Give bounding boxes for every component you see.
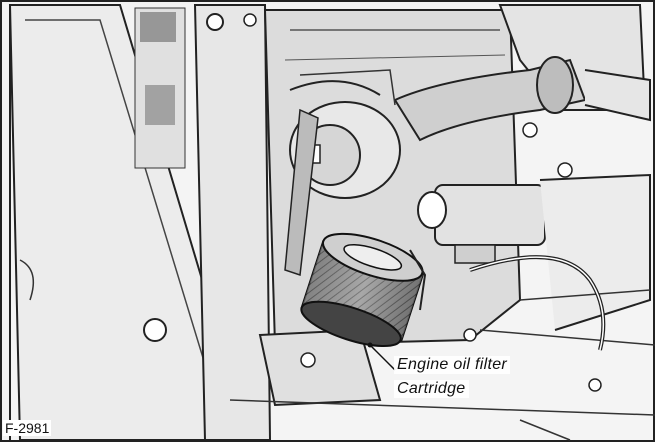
frame-hole	[143, 318, 167, 342]
fan-belt	[284, 108, 319, 277]
figure-id: F-2981	[3, 420, 52, 436]
label-engine-oil-filter: Engine oil filter	[394, 356, 511, 374]
label-leader-line	[369, 344, 396, 371]
oil-filter-cartridge	[300, 232, 425, 348]
label-cartridge: Cartridge	[394, 380, 469, 398]
starter-motor	[434, 184, 546, 246]
